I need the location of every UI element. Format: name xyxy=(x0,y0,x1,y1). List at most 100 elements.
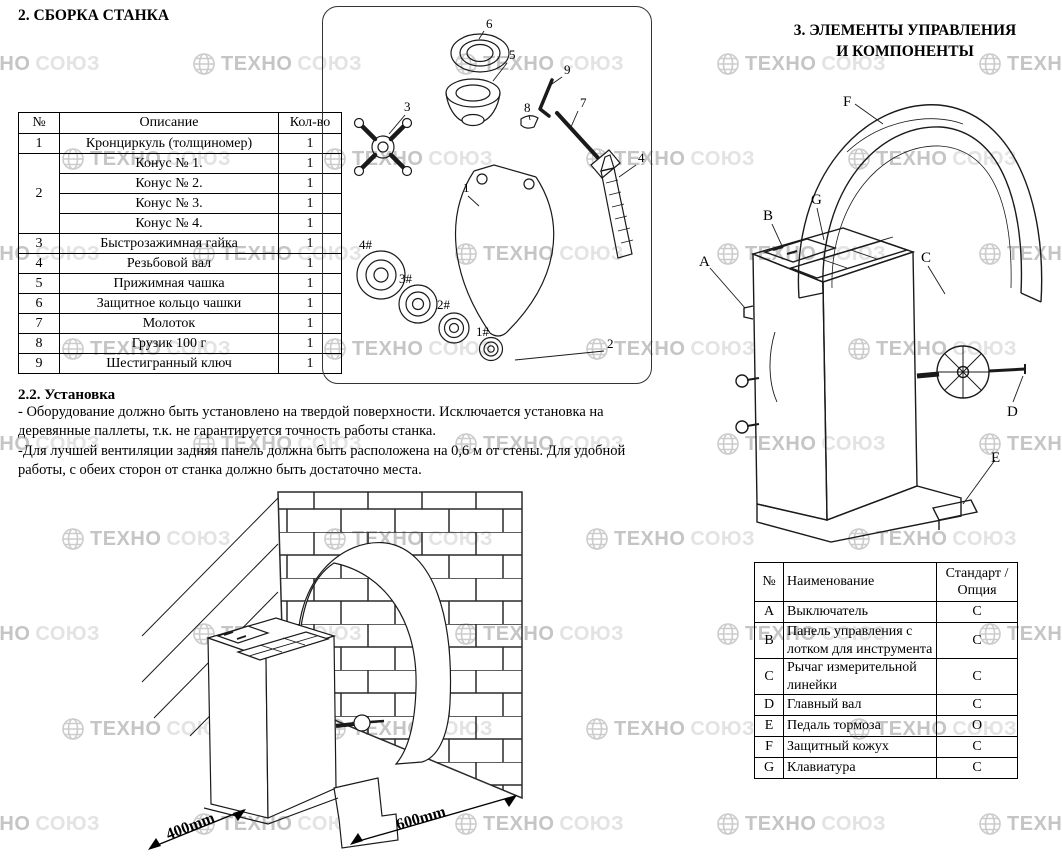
installation-drawing: 400mm 600mm xyxy=(141,491,523,850)
callout-4: 4 xyxy=(638,150,645,165)
part-description: Конус № 2. xyxy=(59,173,279,194)
callout-B: B xyxy=(763,208,773,224)
wheel-guard xyxy=(297,542,452,765)
watermark-text-techno: ТЕХНО xyxy=(745,52,817,75)
section-assembly-title: 2. СБОРКА СТАНКА xyxy=(18,7,170,24)
quick-nut-part xyxy=(353,117,413,177)
install-instructions: - Оборудование должно быть установлено н… xyxy=(18,403,674,480)
installation-diagram: 400mm 600mm xyxy=(138,486,534,858)
threaded-shaft-part xyxy=(600,154,634,259)
watermark-text-techno: ТЕХНО xyxy=(876,337,948,360)
part-number: 3 xyxy=(18,233,60,254)
globe-icon xyxy=(586,718,608,740)
weight-part xyxy=(520,115,539,129)
component-std-option: O xyxy=(936,715,1018,737)
part-description: Конус № 4. xyxy=(59,213,279,234)
part-description: Конус № 3. xyxy=(59,193,279,214)
shaft xyxy=(335,722,355,728)
controls-title-line2: И КОМПОНЕНТЫ xyxy=(836,42,974,60)
globe-icon xyxy=(848,338,870,360)
component-name: Защитный кожух xyxy=(783,736,937,758)
component-letter: A xyxy=(754,601,784,623)
watermark-text-soyuz: СОЮЗ xyxy=(690,147,756,170)
control-panel xyxy=(216,625,270,644)
globe-icon xyxy=(455,243,477,265)
callout-7: 7 xyxy=(580,95,587,110)
components-header-std: Стандарт / Опция xyxy=(936,562,1018,602)
component-std-option: C xyxy=(936,736,1018,758)
hex-key-part xyxy=(538,78,554,118)
watermark-text-soyuz: СОЮЗ xyxy=(35,432,101,455)
globe-icon xyxy=(717,623,739,645)
part-number: 9 xyxy=(18,353,60,374)
globe-icon xyxy=(586,338,608,360)
component-letter: F xyxy=(754,736,784,758)
watermark-text-soyuz: СОЮЗ xyxy=(166,527,232,550)
watermark-text-soyuz: СОЮЗ xyxy=(559,622,625,645)
globe-icon xyxy=(717,53,739,75)
component-name: Выключатель xyxy=(783,601,937,623)
hammer-part xyxy=(555,111,621,179)
component-letter: C xyxy=(754,658,784,695)
wheel-guard xyxy=(797,104,1043,303)
watermark-text-soyuz: СОЮЗ xyxy=(428,147,494,170)
globe-icon xyxy=(717,433,739,455)
watermark-text-soyuz: СОЮЗ xyxy=(952,337,1018,360)
callout-G: G xyxy=(811,192,822,208)
callout-cone4: 4# xyxy=(359,237,373,252)
component-letter: G xyxy=(754,757,784,779)
parts-table-row: Конус № 3.1 xyxy=(19,193,342,214)
globe-icon xyxy=(455,433,477,455)
watermark-text-soyuz: СОЮЗ xyxy=(821,242,887,265)
watermark-text-techno: ТЕХНО xyxy=(483,432,555,455)
callout-3: 3 xyxy=(404,99,411,114)
caliper-part xyxy=(454,164,555,337)
watermark-text-soyuz: СОЮЗ xyxy=(559,432,625,455)
components-header-name: Наименование xyxy=(783,562,937,602)
callout-A: A xyxy=(699,254,710,270)
watermark-text-techno: ТЕХНО xyxy=(0,812,31,835)
watermark-text-soyuz: СОЮЗ xyxy=(559,812,625,835)
part-number: 5 xyxy=(18,273,60,294)
watermark-text-soyuz: СОЮЗ xyxy=(690,337,756,360)
watermark-text-techno: ТЕХНО xyxy=(876,147,948,170)
section-controls-title: 3. ЭЛЕМЕНТЫ УПРАВЛЕНИЯ И КОМПОНЕНТЫ xyxy=(755,21,1055,63)
section-install-title: 2.2. Установка xyxy=(18,387,116,403)
globe-icon xyxy=(455,813,477,835)
part-quantity: 1 xyxy=(278,253,342,274)
watermark-text-techno: ТЕХНО xyxy=(1007,432,1062,455)
watermark-text-techno: ТЕХНО xyxy=(90,527,162,550)
globe-icon xyxy=(979,243,1001,265)
callout-cone1: 1# xyxy=(476,324,490,339)
watermark-text-soyuz: СОЮЗ xyxy=(952,527,1018,550)
globe-icon xyxy=(193,623,215,645)
parts-header-qty: Кол-во xyxy=(278,112,342,134)
watermark-text-techno: ТЕХНО xyxy=(614,717,686,740)
watermark-text-techno: ТЕХНО xyxy=(90,717,162,740)
ring-part xyxy=(450,33,510,73)
watermark-text-techno: ТЕХНО xyxy=(483,242,555,265)
watermark-text-techno: ТЕХНО xyxy=(745,432,817,455)
component-std-option: C xyxy=(936,694,1018,716)
component-std-option: C xyxy=(936,622,1018,659)
exploded-parts-drawing: 6 5 9 8 7 4 3 1 2 4# 3# 2# 1# xyxy=(353,16,645,362)
globe-icon xyxy=(62,718,84,740)
